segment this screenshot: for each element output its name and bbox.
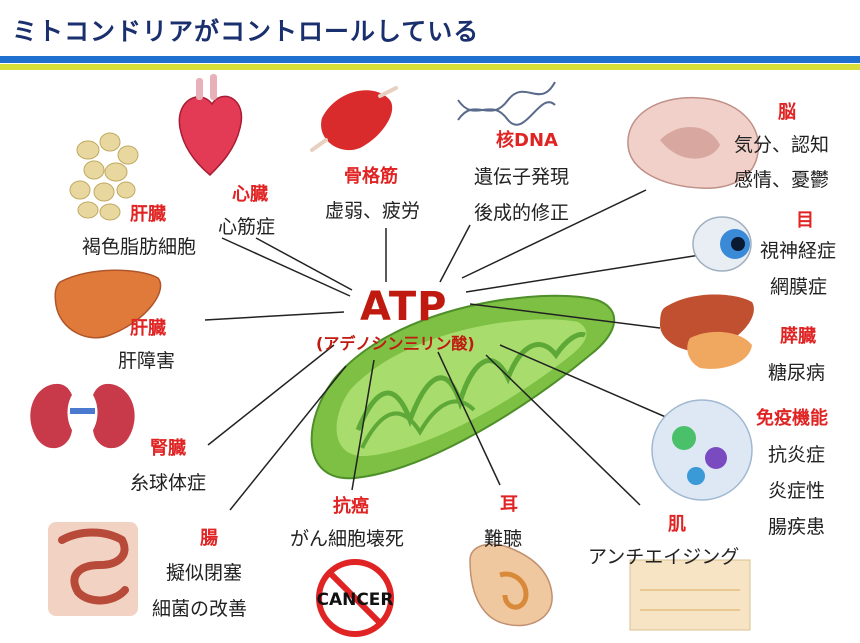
kidney-desc: 糸球体症 (130, 472, 207, 494)
ear-desc: 難聴 (484, 528, 523, 550)
header-band-yellow (0, 64, 860, 70)
immune-desc3: 腸疾患 (768, 516, 826, 538)
no-cancer-sign (316, 559, 394, 637)
immune-desc1: 抗炎症 (768, 444, 826, 466)
dna-name: 核DNA (496, 130, 558, 151)
page-title: ミトコンドリアがコントロールしている (12, 17, 480, 46)
muscle-desc: 虚弱、疲労 (325, 200, 421, 222)
connector-lines (204, 189, 701, 511)
liver1-desc: 褐色脂肪細胞 (82, 236, 197, 258)
skin-desc: アンチエイジング (588, 546, 740, 568)
mitochondrion-illustration (310, 294, 616, 480)
header-band-blue (0, 56, 860, 63)
heart-illustration (178, 74, 243, 177)
eye-name: 目 (796, 210, 814, 231)
intestine-illustration (48, 522, 138, 616)
kidney-name: 腎臓 (150, 438, 186, 459)
liver1-name: 肝臓 (130, 204, 166, 225)
fat-cells-illustration (69, 132, 139, 221)
ear-illustration (469, 543, 553, 627)
pancreas-desc: 糖尿病 (768, 362, 826, 384)
skin-name: 肌 (668, 514, 686, 535)
liver2-desc: 肝障害 (118, 350, 176, 372)
intestine-desc1: 擬似閉塞 (166, 562, 243, 584)
heart-name: 心臓 (232, 184, 268, 205)
atp-label: ATP (360, 284, 448, 330)
eye-illustration (692, 216, 752, 272)
pancreas-illustration (660, 294, 754, 369)
muscle-illustration (310, 86, 398, 152)
ear-name: 耳 (500, 494, 518, 515)
heart-desc: 心筋症 (218, 216, 276, 238)
muscle-name: 骨格筋 (344, 166, 398, 187)
eye-desc2: 網膜症 (770, 276, 828, 298)
brain-illustration (627, 96, 760, 189)
intestine-desc2: 細菌の改善 (152, 598, 248, 620)
pancreas-name: 膵臓 (780, 326, 816, 347)
dna-desc2: 後成的修正 (474, 202, 570, 224)
immune-name: 免疫機能 (756, 408, 828, 429)
immune-desc2: 炎症性 (768, 480, 826, 502)
brain-desc1: 気分、認知 (734, 134, 830, 156)
kidney-illustration (30, 383, 135, 449)
cancer-sign-text: CANCER (316, 590, 393, 610)
skin-illustration (629, 559, 751, 631)
cancer-name: 抗癌 (333, 496, 369, 517)
eye-desc1: 視神経症 (760, 240, 837, 262)
liver-illustration (54, 269, 162, 339)
brain-name: 脳 (778, 102, 796, 123)
brain-desc2: 感情、憂鬱 (734, 169, 830, 191)
dna-illustration (457, 81, 556, 126)
cancer-desc: がん細胞壊死 (290, 528, 405, 550)
dna-desc1: 遺伝子発現 (474, 166, 570, 188)
atp-sublabel: (アデノシン三リン酸) (316, 334, 475, 353)
immune-cells-illustration (651, 399, 753, 501)
liver2-name: 肝臓 (130, 318, 166, 339)
intestine-name: 腸 (200, 528, 218, 549)
